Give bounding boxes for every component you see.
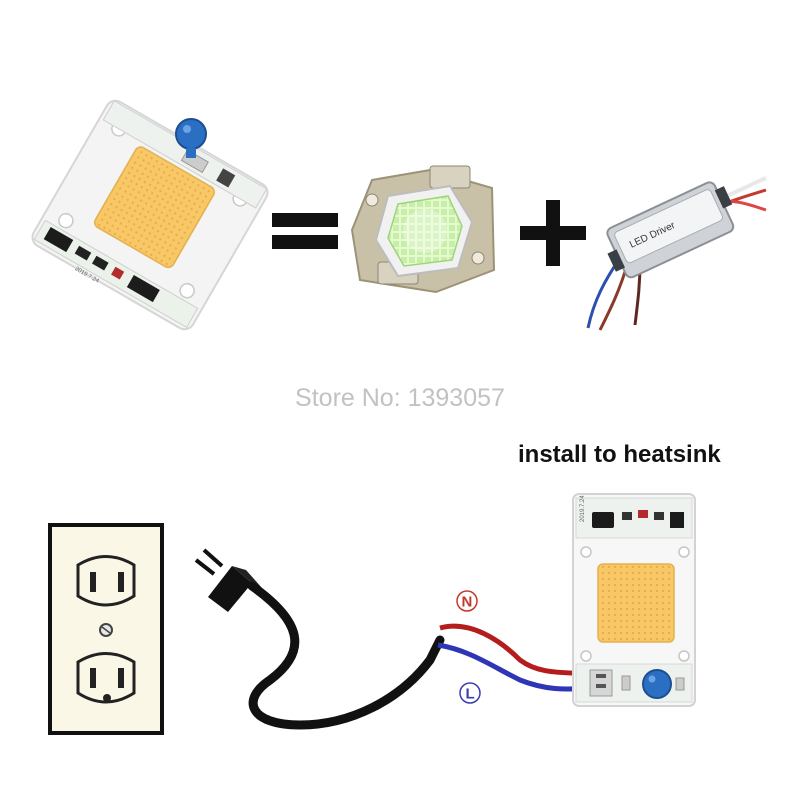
install-caption: install to heatsink — [518, 441, 721, 468]
socket-top — [76, 555, 136, 607]
led-driver-module: LED Driver — [586, 176, 767, 331]
svg-text:L: L — [466, 686, 475, 703]
board-mark-bottom: 2019.7.24 — [580, 495, 586, 522]
high-power-led-chip — [350, 165, 496, 294]
cob-led-board-bottom: 2019.7.24 — [572, 493, 696, 707]
live-label: L — [459, 682, 481, 704]
live-wire — [437, 642, 591, 692]
neutral-label: N — [456, 590, 478, 612]
neutral-wire — [439, 623, 591, 677]
wall-outlet — [48, 523, 164, 735]
cob-chip — [93, 146, 216, 269]
equals-sign-icon — [272, 213, 338, 249]
capacitor-icon-bottom — [642, 669, 672, 699]
svg-text:N: N — [462, 594, 473, 611]
capacitor-icon — [175, 118, 207, 150]
socket-bottom — [76, 652, 136, 704]
power-plug-icon — [194, 548, 262, 612]
cob-chip-bottom — [597, 563, 675, 643]
plus-sign-icon — [520, 200, 586, 266]
cob-led-board-top: 2019.7.24 — [31, 99, 269, 331]
store-watermark: Store No: 1393057 — [295, 384, 505, 412]
power-cable — [247, 581, 445, 730]
